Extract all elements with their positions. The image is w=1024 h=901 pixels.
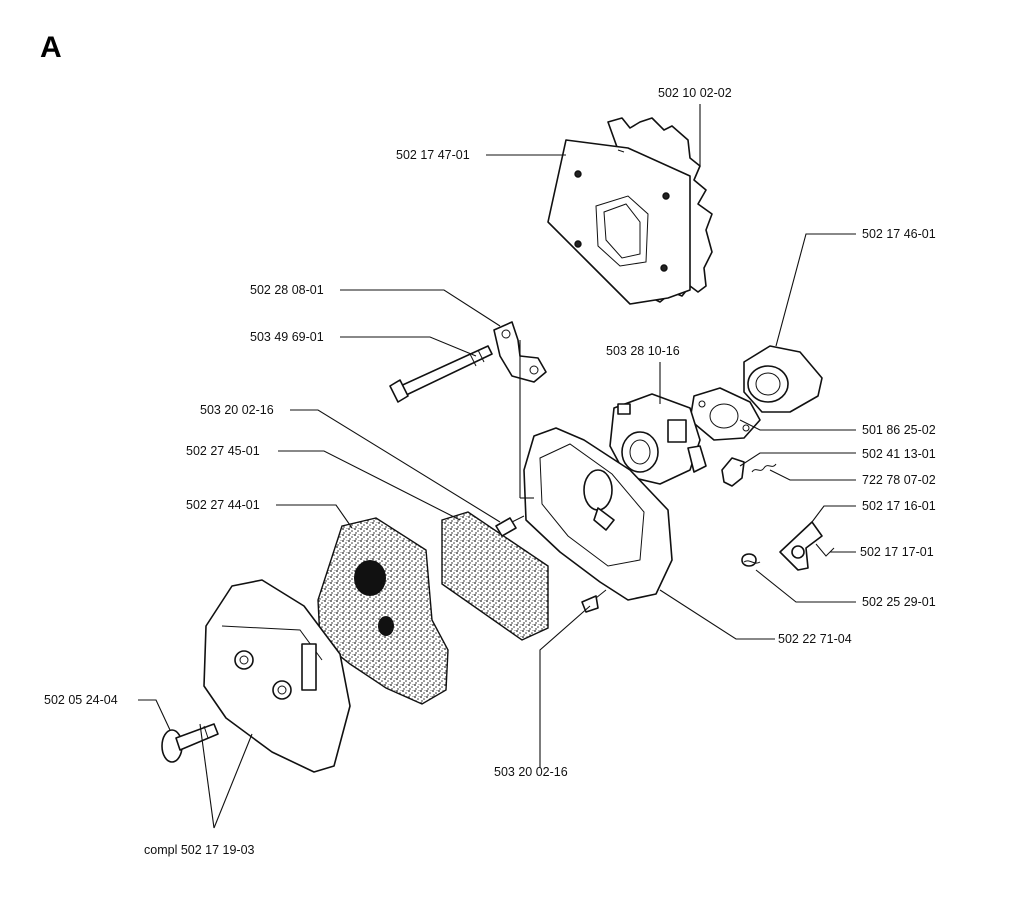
inner-filter-drawing (441, 511, 549, 641)
label-outer-filter: 502 27 44-01 (186, 498, 260, 512)
long-bolt-drawing (389, 345, 493, 403)
label-lever: 502 17 16-01 (862, 499, 936, 513)
carburetor-drawing (609, 393, 707, 485)
filter-cover-drawing (203, 579, 351, 773)
label-torsion-spring: 502 25 29-01 (862, 595, 936, 609)
label-intake-manifold: 502 17 46-01 (862, 227, 936, 241)
knob-drawing (161, 723, 219, 763)
section-letter: A (40, 31, 62, 64)
filter-holder-drawing (523, 427, 673, 601)
label-filter-holder: 502 22 71-04 (778, 632, 852, 646)
label-small-spring: 722 78 07-02 (862, 473, 936, 487)
leader-lines (138, 104, 856, 829)
label-screw-lower: 503 20 02-16 (494, 765, 568, 779)
label-lever-clip: 502 17 17-01 (860, 545, 934, 559)
insulator-plate-drawing (547, 139, 691, 305)
part-labels: 502 10 02-02 502 17 47-01 502 17 46-01 5… (44, 86, 936, 857)
label-knob: 502 05 24-04 (44, 693, 118, 707)
label-long-bolt: 503 49 69-01 (250, 330, 324, 344)
screw-lower-drawing (581, 589, 607, 613)
bracket-drawing (493, 321, 547, 383)
label-insulator-plate: 502 17 47-01 (396, 148, 470, 162)
label-carburetor: 503 28 10-16 (606, 344, 680, 358)
outer-filter-drawing (317, 517, 449, 705)
clip-drawing (721, 457, 777, 487)
lever-drawing (741, 521, 835, 571)
label-gasket-top: 502 10 02-02 (658, 86, 732, 100)
label-bracket: 502 28 08-01 (250, 283, 324, 297)
intake-manifold-drawing (743, 345, 823, 413)
label-screw-upper: 503 20 02-16 (200, 403, 274, 417)
label-carb-gasket: 501 86 25-02 (862, 423, 936, 437)
label-cover-compl: compl 502 17 19-03 (144, 843, 255, 857)
label-clip: 502 41 13-01 (862, 447, 936, 461)
screw-upper-drawing (495, 515, 525, 537)
label-inner-filter: 502 27 45-01 (186, 444, 260, 458)
